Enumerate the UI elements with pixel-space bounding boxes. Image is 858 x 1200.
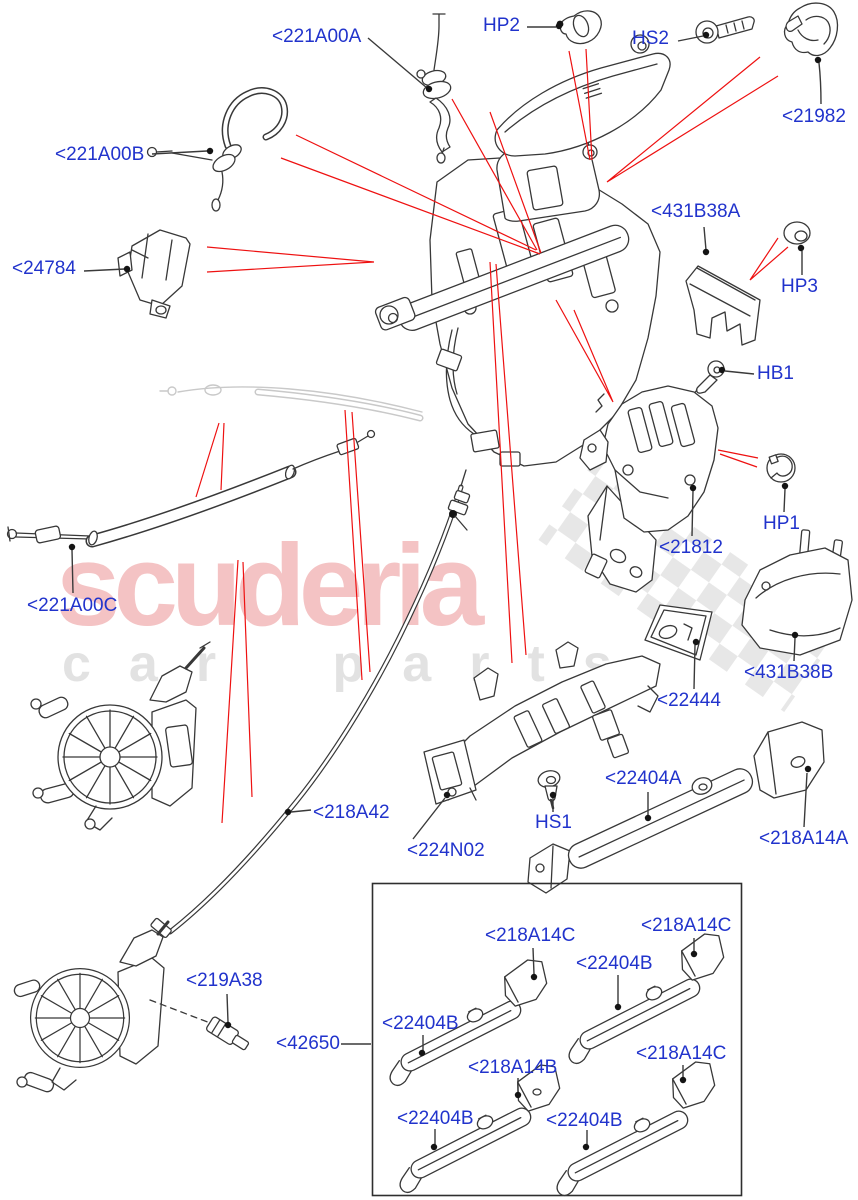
part-plug-219A38 [206,1016,250,1051]
part-cable-221A00C [6,429,376,548]
part-label-22404B-3[interactable]: <22404B [397,1108,474,1129]
part-label-22404B-2[interactable]: <22404B [576,953,653,974]
part-label-221A00C[interactable]: <221A00C [27,595,118,616]
part-cap-218A14C-1 [496,955,553,1009]
part-bolt-HS2 [695,16,755,44]
part-lock-actuator-upper [30,641,211,831]
part-label-22404A[interactable]: <22404A [605,768,682,789]
part-label-218A14C-3[interactable]: <218A14C [636,1043,727,1064]
part-label-221A00B[interactable]: <221A00B [55,144,145,165]
part-label-219A38[interactable]: <219A38 [186,970,263,991]
part-label-HS2[interactable]: HS2 [632,28,669,49]
part-label-42650[interactable]: <42650 [276,1033,340,1054]
part-label-431B38A[interactable]: <431B38A [651,201,741,222]
part-cable-218A42 [145,469,471,943]
part-grommet-HP3 [783,221,811,245]
part-trim-431B38A [685,265,761,346]
part-bolt-HS1 [537,770,561,810]
part-bracket-24784 [117,229,191,319]
part-label-22404B-1[interactable]: <22404B [382,1013,459,1034]
part-label-218A14C-1[interactable]: <218A14C [485,925,576,946]
part-label-HP2[interactable]: HP2 [483,15,520,36]
leader-dots [68,22,822,1151]
part-handle-cap-218A14A [753,721,825,799]
watermark-subtitle: car parts [62,635,650,693]
part-label-22404B-4[interactable]: <22404B [546,1110,623,1131]
part-label-218A14B[interactable]: <218A14B [468,1057,558,1078]
part-cap-218A14C-3 [664,1057,721,1111]
part-label-431B38B[interactable]: <431B38B [744,662,834,683]
part-bolt-HB1 [691,360,725,397]
red-locator-lines [195,48,789,824]
part-door-latch-21812 [579,385,719,593]
part-label-218A14A[interactable]: <218A14A [759,828,849,849]
leader-lines [68,22,822,1151]
part-label-224N02[interactable]: <224N02 [407,840,485,861]
part-carrier-224N02 [423,641,661,805]
part-label-22444[interactable]: <22444 [657,690,721,711]
part-label-24784[interactable]: <24784 [12,258,76,279]
part-label-218A42[interactable]: <218A42 [313,802,390,823]
part-label-HP3[interactable]: HP3 [781,276,818,297]
part-cable-ghost [159,384,424,422]
part-cap-218A14C-2 [673,929,730,983]
part-label-21812[interactable]: <21812 [659,537,723,558]
part-label-HS1[interactable]: HS1 [535,812,572,833]
cap-keyhole [532,1088,542,1096]
part-lock-actuator-lower [13,920,219,1093]
part-label-HB1[interactable]: HB1 [757,363,794,384]
handle-kit-box [371,882,743,1199]
part-bracket-431B38B [741,529,853,656]
part-handle-cap-21982 [783,2,839,57]
part-label-HP1[interactable]: HP1 [763,513,800,534]
part-lock-rod-221A00B [146,87,289,212]
part-label-221A00A[interactable]: <221A00A [272,26,362,47]
part-lock-rod-221A00A [416,13,452,164]
watermark-brand: scuderia [56,520,484,650]
part-clip-HP1 [766,453,796,483]
part-door-handle-22404A [527,768,754,894]
part-label-218A14C-2[interactable]: <218A14C [641,915,732,936]
part-grommet-HP2 [556,10,602,45]
part-label-21982[interactable]: <21982 [782,106,846,127]
